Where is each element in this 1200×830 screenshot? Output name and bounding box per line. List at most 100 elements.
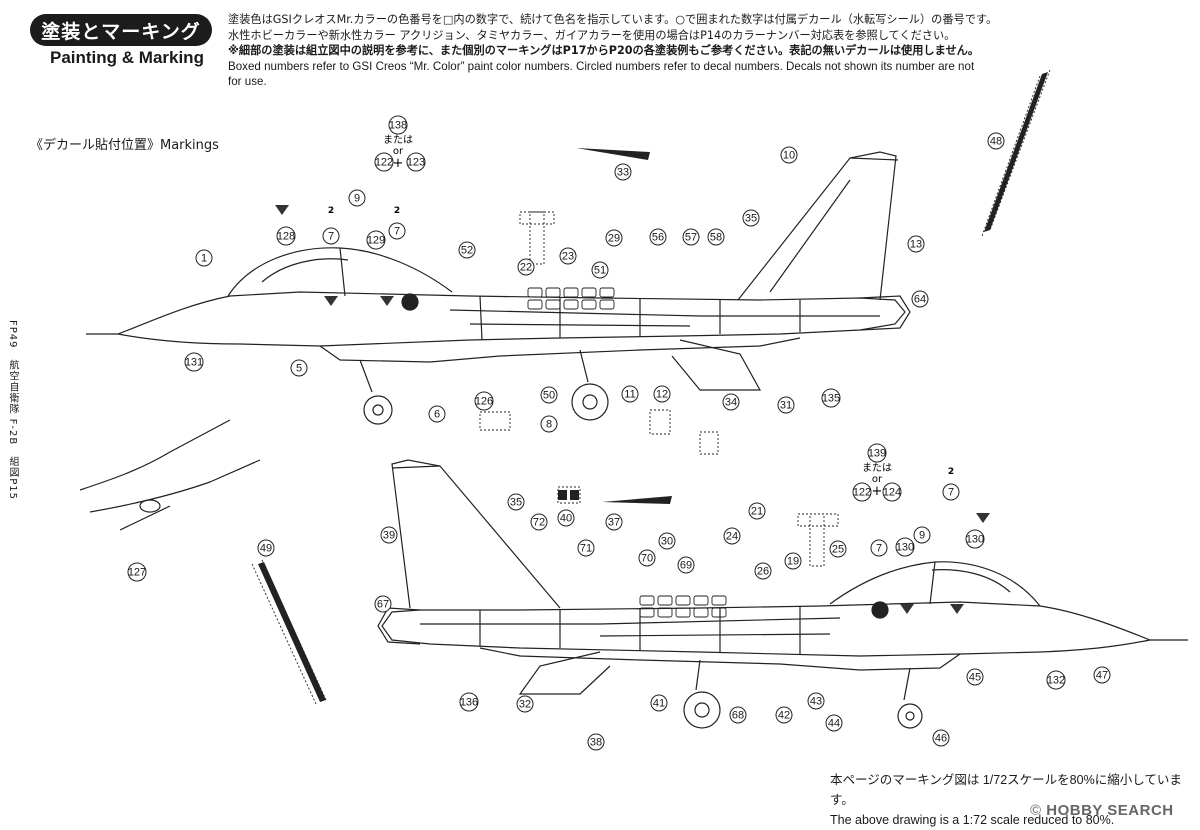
callout-circle — [540, 415, 558, 433]
side-page-label: FP49 航空自衛隊 F-2B 組図P15 — [7, 320, 18, 501]
callout-number: 128 — [277, 231, 295, 243]
callout-number: 64 — [914, 294, 926, 306]
callout-circle — [825, 714, 843, 732]
plus-sign: + — [872, 484, 883, 499]
callout-number: 138 — [389, 120, 407, 132]
callout-circle — [459, 692, 479, 712]
callout-number: 132 — [1047, 675, 1065, 687]
or-label-en: or — [872, 474, 883, 485]
decal-callout-58: 58 — [707, 228, 725, 246]
decal-callout-50: 50 — [540, 386, 558, 404]
decal-callout-72: 72 — [530, 513, 548, 531]
callout-circle — [290, 359, 308, 377]
callout-circle — [723, 527, 741, 545]
decal-callout-6: 6 — [428, 405, 446, 423]
callout-number: 35 — [745, 213, 757, 225]
brand-watermark: © HOBBY SEARCH — [1030, 802, 1174, 819]
callout-circle — [458, 241, 476, 259]
callout-number: 9 — [354, 193, 360, 205]
callout-number: 31 — [780, 400, 792, 412]
decal-callout-124: 124 — [882, 482, 902, 502]
decal-callout-9: 9 — [348, 189, 366, 207]
callout-circle — [867, 443, 887, 463]
callout-number: 8 — [546, 419, 552, 431]
callout-number: 70 — [641, 553, 653, 565]
decal-callout-130: 130 — [895, 537, 915, 557]
decal-callout-45: 45 — [966, 668, 984, 686]
callout-number: 12 — [656, 389, 668, 401]
callout-circle — [913, 526, 931, 544]
decal-callout-9: 9 — [913, 526, 931, 544]
note-line-1: 塗装色はGSIクレオスMr.カラーの色番号を□内の数字で、続けて色名を指示してい… — [228, 13, 998, 26]
callout-number: 127 — [128, 567, 146, 579]
callout-circle — [1093, 666, 1111, 684]
decal-callout-71: 71 — [577, 539, 595, 557]
callout-number: 21 — [751, 506, 763, 518]
decal-callout-68: 68 — [729, 706, 747, 724]
callout-circle — [540, 386, 558, 404]
callout-number: 57 — [685, 232, 697, 244]
callout-circle — [942, 483, 960, 501]
callout-circle — [530, 513, 548, 531]
small-mark: 2 — [328, 206, 334, 216]
callout-number: 56 — [652, 232, 664, 244]
callout-number: 35 — [510, 497, 522, 509]
callout-number: 26 — [757, 566, 769, 578]
callout-circle — [276, 226, 296, 246]
callout-circle — [780, 146, 798, 164]
callout-number: 7 — [876, 543, 882, 555]
callout-number: 13 — [910, 239, 922, 251]
callout-circle — [729, 706, 747, 724]
callout-circle — [870, 539, 888, 557]
decal-callout-47: 47 — [1093, 666, 1111, 684]
callout-number: 68 — [732, 710, 744, 722]
callout-number: 50 — [543, 390, 555, 402]
decal-callout-136: 136 — [459, 692, 479, 712]
callout-circle — [882, 482, 902, 502]
title-en: Painting & Marking — [50, 48, 204, 67]
decal-callout-135: 135 — [821, 388, 841, 408]
callout-circle — [966, 668, 984, 686]
note-line-2: 水性ホビーカラーや新水性カラー アクリジョン、タミヤカラー、ガイアカラーを使用の… — [228, 28, 956, 42]
decal-callout-7: 7 — [870, 539, 888, 557]
markings-label: 《デカール貼付位置》Markings — [30, 138, 219, 153]
callout-number: 139 — [868, 448, 886, 460]
callout-circle — [722, 393, 740, 411]
callout-number: 42 — [778, 710, 790, 722]
callout-number: 9 — [919, 530, 925, 542]
callout-number: 136 — [460, 697, 478, 709]
decal-callout-70: 70 — [638, 549, 656, 567]
callout-circle — [677, 556, 695, 574]
decal-callout-22: 22 — [517, 258, 535, 276]
callout-number: 49 — [260, 543, 272, 555]
callout-number: 22 — [520, 262, 532, 274]
decal-callout-7: 7 — [388, 222, 406, 240]
decal-callout-56: 56 — [649, 228, 667, 246]
callout-number: 34 — [725, 397, 737, 409]
callout-circle — [658, 532, 676, 550]
callout-number: 71 — [580, 543, 592, 555]
callout-number: 7 — [948, 487, 954, 499]
decal-callout-7: 7 — [942, 483, 960, 501]
callout-circle — [322, 227, 340, 245]
decal-callout-25: 25 — [829, 540, 847, 558]
callout-number: 135 — [822, 393, 840, 405]
brand-name: HOBBY SEARCH — [1046, 802, 1174, 819]
callout-number: 51 — [594, 265, 606, 277]
decal-callout-31: 31 — [777, 396, 795, 414]
callout-circle — [932, 729, 950, 747]
callout-number: 11 — [624, 389, 635, 401]
callout-circle — [605, 229, 623, 247]
callout-number: 6 — [434, 409, 440, 421]
callout-number: 131 — [185, 357, 203, 369]
callout-circle — [184, 352, 204, 372]
bottom-aircraft-profile — [377, 459, 1188, 729]
callout-circle — [507, 493, 525, 511]
or-label-jp: または — [383, 134, 413, 146]
decal-callout-21: 21 — [748, 502, 766, 520]
note-line-3: ※細部の塗装は組立図中の説明を参考に、また個別のマーキングはP17からP20の各… — [228, 44, 980, 57]
callout-number: 67 — [377, 599, 389, 611]
decal-callout-51: 51 — [591, 261, 609, 279]
decal-callout-138: 138 — [388, 115, 408, 135]
